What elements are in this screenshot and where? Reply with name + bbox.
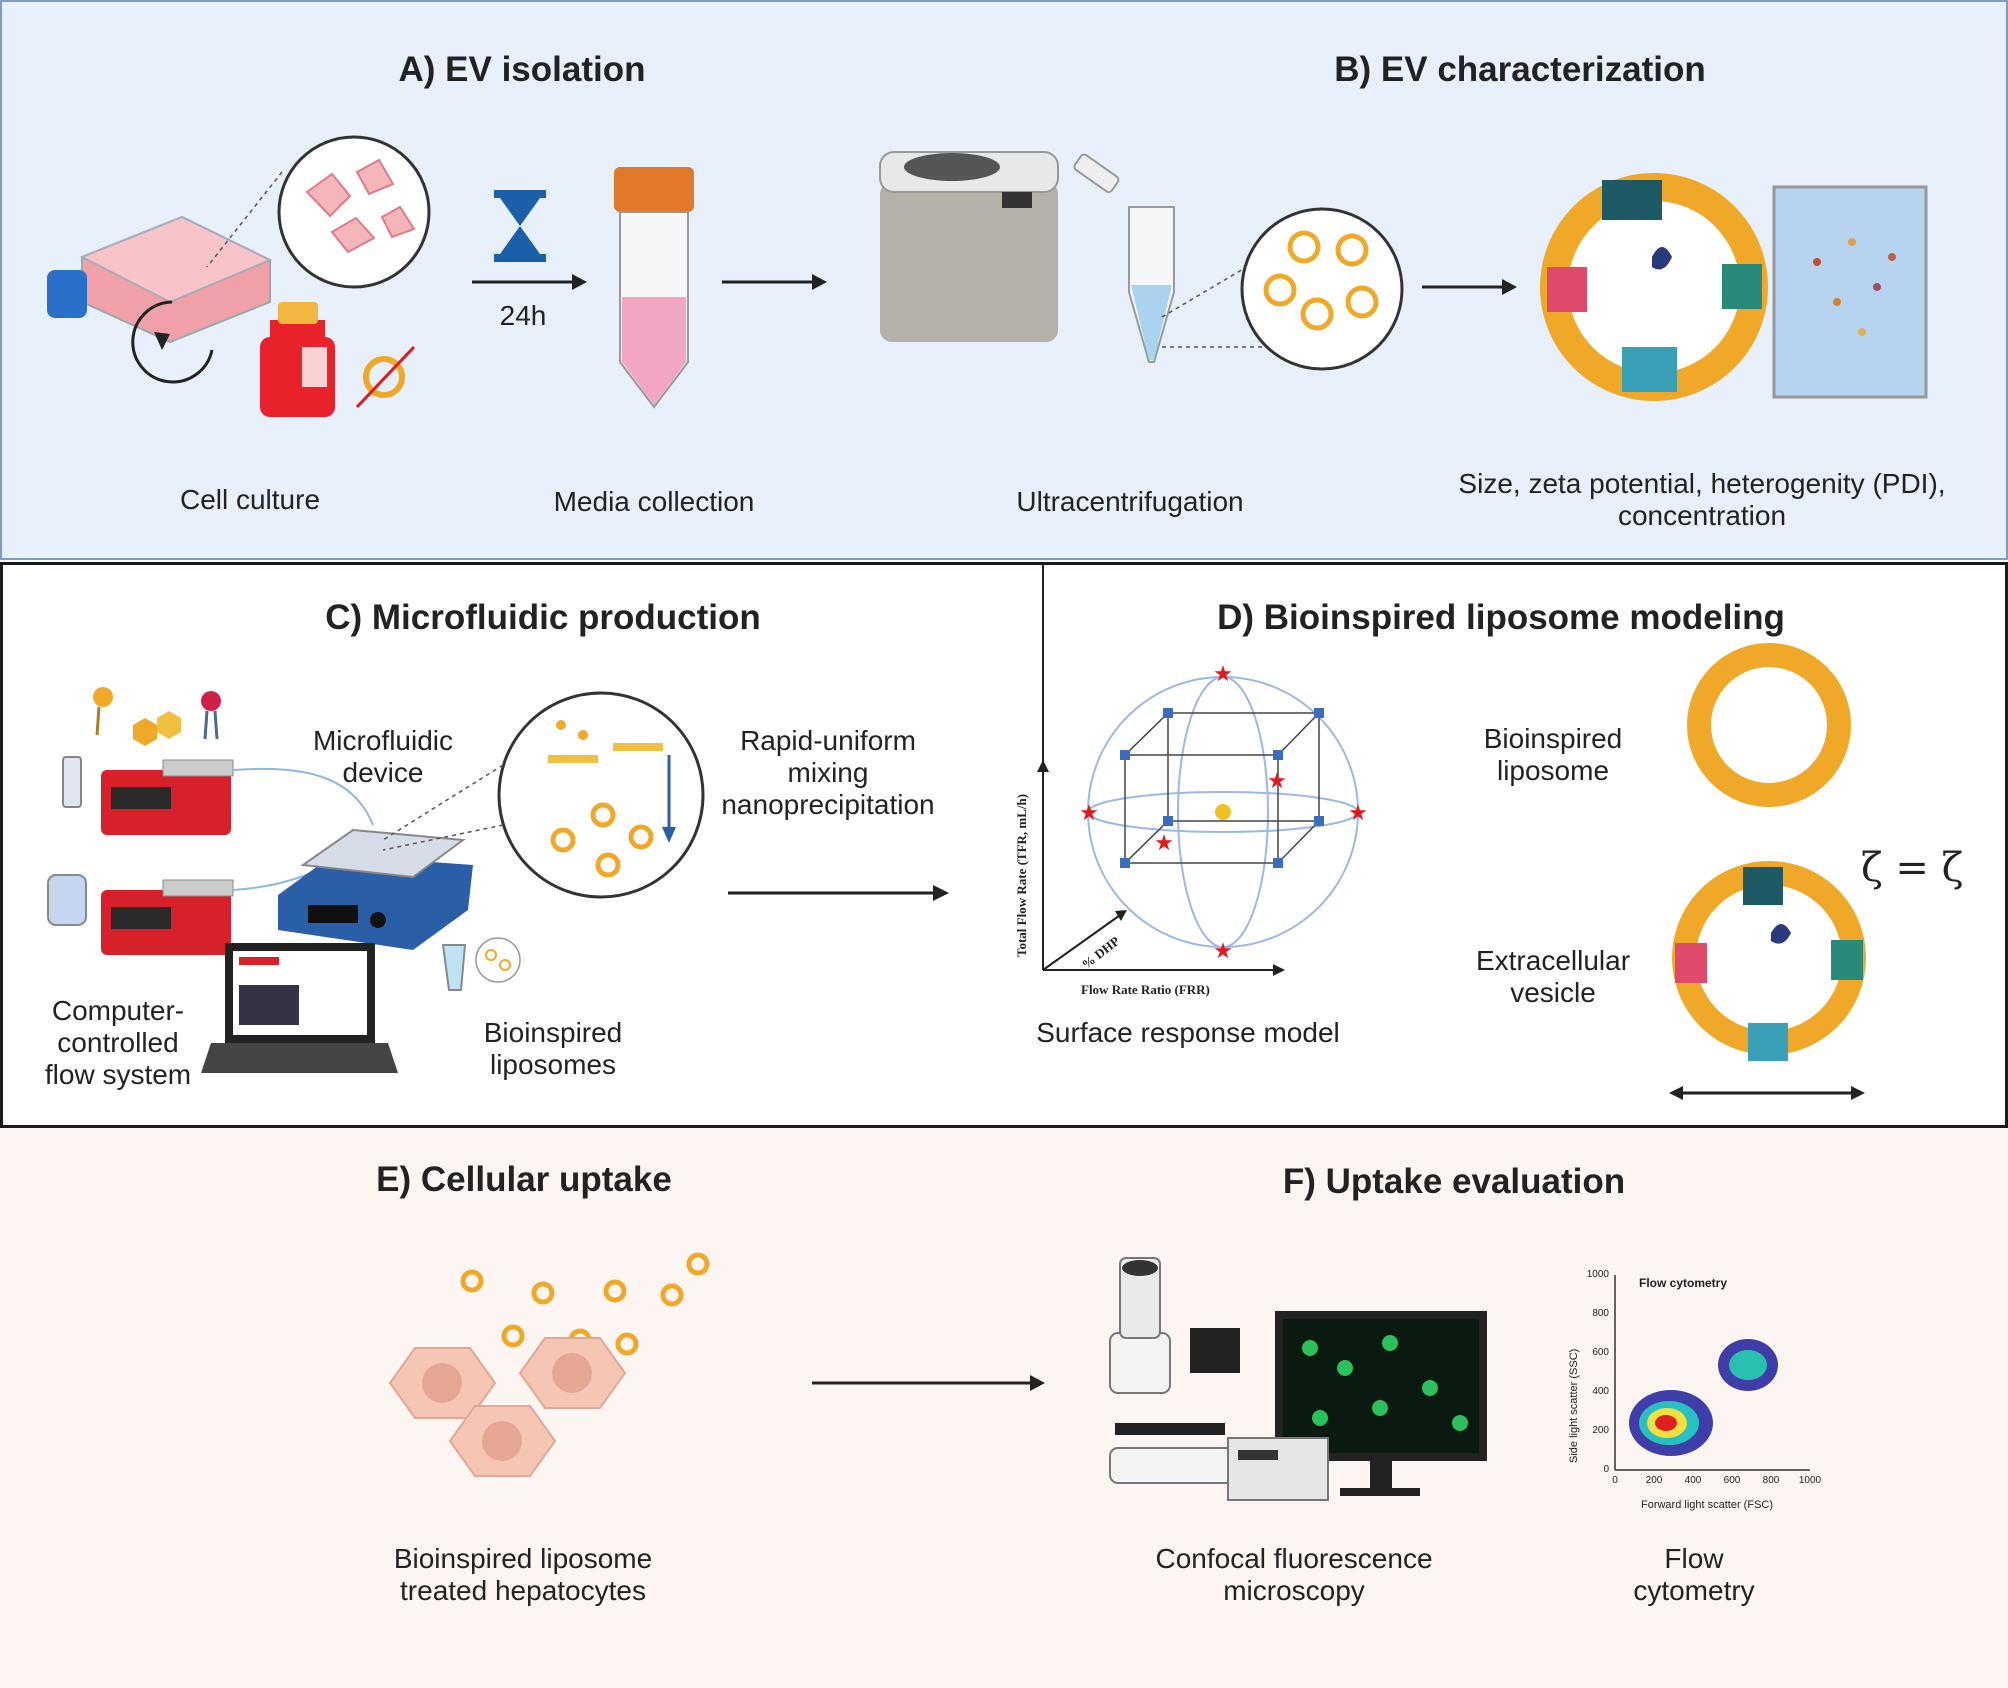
x-axis-label: Flow Rate Ratio (FRR) [1081, 982, 1210, 997]
panel-microfluidic-modeling: C) Microfluidic production D) Bioinspire… [0, 562, 2008, 1128]
syringe-pump-top-icon [62, 756, 234, 835]
cytometry-x-tick: 800 [1762, 1475, 1780, 1486]
cytometry-y-tick: 400 [1592, 1386, 1609, 1397]
panel-cd-illustrations: ★ ★ ★ ★ ★ ★ [47, 565, 1866, 1100]
laptop-icon [201, 943, 398, 1073]
cytometry-x-tick: 600 [1723, 1475, 1741, 1486]
monitor-icon [1275, 1311, 1487, 1496]
flow-cytometry-plot [1614, 1275, 1810, 1471]
cytometry-plot-title: Flow cytometry [1638, 1276, 1728, 1290]
panel-e-title: E) Cellular uptake [376, 1160, 672, 1199]
caption-hepatocytes-line2: treated hepatocytes [400, 1575, 646, 1606]
label-bioinspired-liposome: Bioinspired liposome [1463, 723, 1643, 787]
bioinspired-liposome-icon [1687, 643, 1851, 807]
zeta-equation: ζ = ζ [1861, 845, 1964, 891]
cytometry-x-tick: 1000 [1798, 1475, 1822, 1486]
cytometry-y-tick: 800 [1592, 1308, 1609, 1319]
cytometry-y-label: Side light scatter (SSC) [1568, 1348, 1580, 1463]
caption-characterization-line1: Size, zeta potential, heterogenity (PDI)… [1458, 468, 1946, 499]
surface-response-model-diagram: ★ ★ ★ ★ ★ ★ [1037, 565, 1368, 976]
cytometry-x-tick: 0 [1612, 1475, 1618, 1486]
cytometry-x-label: Forward light scatter (FSC) [1640, 1499, 1774, 1511]
label-mixing: Rapid-uniform mixing nanoprecipitation [718, 725, 938, 821]
caption-hepatocytes: Bioinspired liposome treated hepatocytes [394, 1543, 652, 1607]
label-ev-line2: vesicle [1510, 977, 1596, 1008]
media-bottle-icon [260, 302, 335, 417]
label-mixing-line3: nanoprecipitation [721, 789, 935, 820]
caption-confocal-line2: microscopy [1223, 1575, 1365, 1606]
falcon-tube-icon [614, 167, 694, 409]
caption-confocal-line1: Confocal fluorescence [1155, 1543, 1433, 1574]
label-bioinspired-liposome-line1: Bioinspired [1483, 723, 1623, 754]
label-extracellular-vesicle: Extracellular vesicle [1463, 945, 1643, 1009]
caption-confocal: Confocal fluorescence microscopy [1155, 1543, 1432, 1607]
caption-surface-response: Surface response model [1036, 1017, 1340, 1048]
eppendorf-tube-icon [1073, 153, 1175, 363]
lipid-components-icon [93, 687, 221, 746]
caption-media-collection: Media collection [553, 486, 755, 517]
label-bioinspired-liposome-line2: liposome [1496, 755, 1610, 786]
panel-uptake: E) Cellular uptake F) Uptake evaluation [0, 1128, 2008, 1688]
panel-d-title: D) Bioinspired liposome modeling [1217, 598, 1785, 637]
caption-ultracentrifugation: Ultracentrifugation [1016, 486, 1244, 517]
cytometry-y-tick: 0 [1603, 1464, 1609, 1475]
cytometry-y-tick: 1000 [1586, 1269, 1609, 1280]
caption-cell-culture: Cell culture [179, 484, 321, 515]
ev-zoom-circle-icon [1240, 207, 1404, 371]
panel-ef-illustrations [388, 1252, 1810, 1501]
panel-ev-isolation-characterization: A) EV isolation B) EV characterization [0, 0, 2008, 560]
label-bioinspired-liposomes: Bioinspired liposomes [463, 1017, 643, 1081]
cuvette-icon [1772, 185, 1928, 399]
panel-b-title: B) EV characterization [1334, 50, 1706, 89]
svg-text:★: ★ [1154, 830, 1174, 855]
svg-text:★: ★ [1267, 768, 1287, 793]
label-computer-line2: controlled [57, 1027, 179, 1058]
label-computer-controlled: Computer- controlled flow system [33, 995, 203, 1091]
nanoprecipitation-zoom-icon [382, 691, 705, 899]
extracellular-vesicle-icon [1540, 173, 1768, 401]
caption-hepatocytes-line1: Bioinspired liposome [393, 1543, 653, 1574]
label-mixing-line2: mixing [787, 757, 869, 788]
svg-text:★: ★ [1213, 661, 1233, 686]
cytometry-y-tick: 600 [1592, 1347, 1609, 1358]
cell-zoom-circle-icon [206, 135, 431, 289]
cytometry-y-tick: 200 [1592, 1425, 1609, 1436]
cytometry-x-tick: 400 [1684, 1475, 1702, 1486]
cytometry-x-tick: 200 [1645, 1475, 1663, 1486]
hourglass-icon [494, 190, 546, 262]
caption-characterization: Size, zeta potential, heterogenity (PDI)… [1458, 468, 1945, 532]
ev-crossed-out-icon [355, 345, 416, 409]
microfluidic-device-icon [278, 828, 473, 950]
time-label: 24h [499, 300, 547, 331]
y-axis-label: Total Flow Rate (TFR, mL/h) [1014, 793, 1029, 957]
svg-text:★: ★ [1213, 938, 1233, 963]
panel-f-title: F) Uptake evaluation [1282, 1162, 1626, 1201]
svg-text:★: ★ [1348, 800, 1368, 825]
cell-culture-flask-icon [47, 215, 273, 384]
label-liposomes-line2: liposomes [489, 1049, 617, 1080]
extracellular-vesicle-model-icon [1672, 861, 1866, 1061]
panel-c-title: C) Microfluidic production [325, 598, 761, 637]
panel-ab-illustrations [47, 135, 1928, 417]
panel-a-title: A) EV isolation [398, 50, 646, 89]
caption-flow-line2: cytometry [1633, 1575, 1755, 1606]
caption-flow-cytometry: Flow cytometry [1633, 1543, 1754, 1607]
svg-text:★: ★ [1079, 800, 1099, 825]
caption-characterization-line2: concentration [1617, 500, 1787, 531]
caption-flow-line1: Flow [1664, 1543, 1724, 1574]
label-ev-line1: Extracellular [1475, 945, 1631, 976]
label-mixing-line1: Rapid-uniform [740, 725, 916, 756]
label-computer-line1: Computer- [51, 995, 185, 1026]
centrifuge-icon [879, 151, 1059, 342]
label-microfluidic-device-line2: device [342, 757, 424, 788]
label-microfluidic-device: Microfluidic device [303, 725, 463, 789]
label-computer-line3: flow system [44, 1059, 192, 1090]
syringe-pump-bottom-icon [47, 874, 234, 955]
label-microfluidic-device-line1: Microfluidic [312, 725, 454, 756]
controller-box-icon [1227, 1437, 1329, 1501]
label-liposomes-line1: Bioinspired [483, 1017, 623, 1048]
liposome-tube-icon [441, 937, 521, 991]
hepatocytes-icon [388, 1337, 627, 1477]
